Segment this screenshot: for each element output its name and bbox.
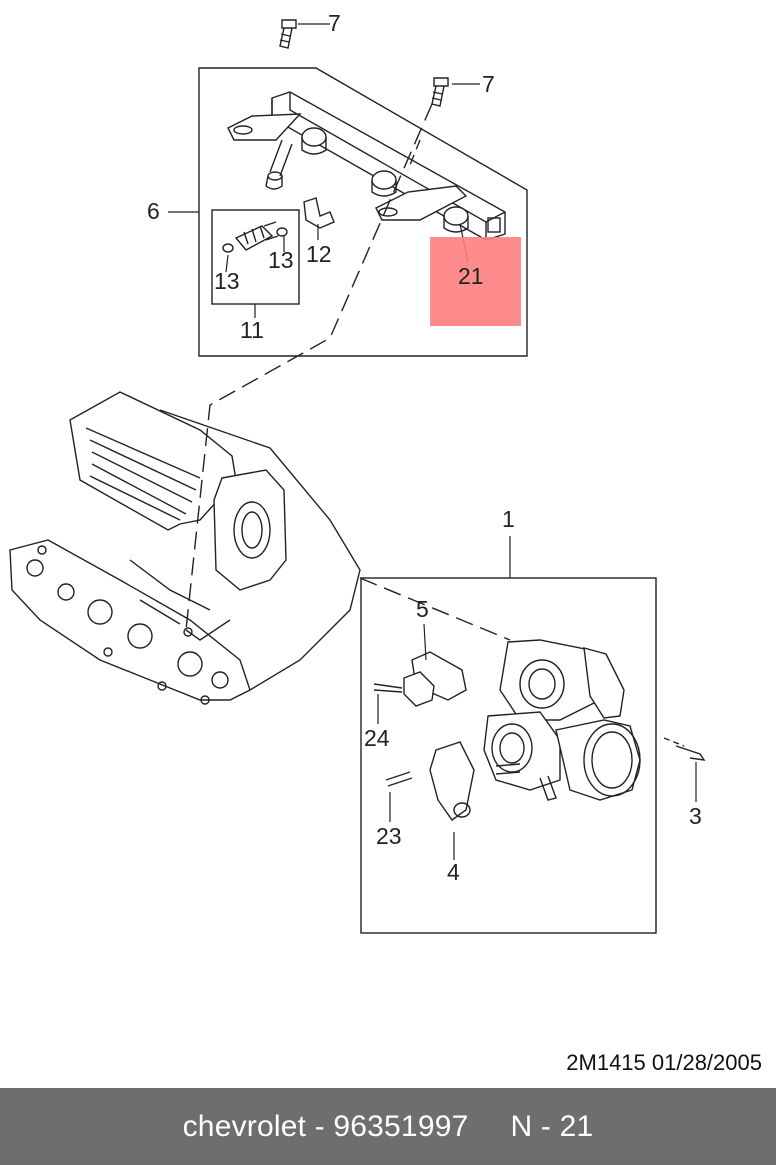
- throttle-body-drawing: [373, 639, 706, 821]
- callout-13-right: 13: [268, 247, 294, 273]
- callout-7-top: 7: [328, 10, 341, 36]
- fuel-rail-frame: [198, 67, 528, 357]
- callout-12: 12: [306, 241, 332, 267]
- fuel-rail-drawing: [227, 91, 506, 241]
- bolt-7-top: [279, 19, 297, 49]
- throttle-body-frame: [360, 577, 657, 934]
- callout-24: 24: [364, 725, 390, 751]
- callout-21: 21: [458, 263, 484, 289]
- highlight-box-21: [430, 237, 521, 326]
- callout-6: 6: [147, 198, 160, 224]
- footer-position: N - 21: [510, 1109, 594, 1143]
- bolt-7-middle: [431, 77, 449, 107]
- callout-1: 1: [502, 506, 515, 532]
- callout-7-middle: 7: [482, 71, 495, 97]
- callout-13-left: 13: [214, 268, 240, 294]
- callout-11: 11: [240, 317, 264, 343]
- callout-4: 4: [447, 859, 460, 885]
- injector-drawing: [222, 221, 288, 253]
- footer-bar: chevrolet - 96351997 N - 21: [0, 1088, 776, 1165]
- parts-diagram: 7 7 6 13 13 12 21 11 1 5 24 23 4 3: [9, 10, 706, 934]
- clip-drawing: [303, 197, 335, 229]
- diagram-reference: 2M1415 01/28/2005: [566, 1050, 762, 1075]
- callout-3: 3: [689, 803, 702, 829]
- callout-5: 5: [416, 596, 429, 622]
- callout-23: 23: [376, 823, 402, 849]
- intake-manifold-drawing: [9, 391, 361, 705]
- footer-part-number: chevrolet - 96351997: [182, 1109, 469, 1143]
